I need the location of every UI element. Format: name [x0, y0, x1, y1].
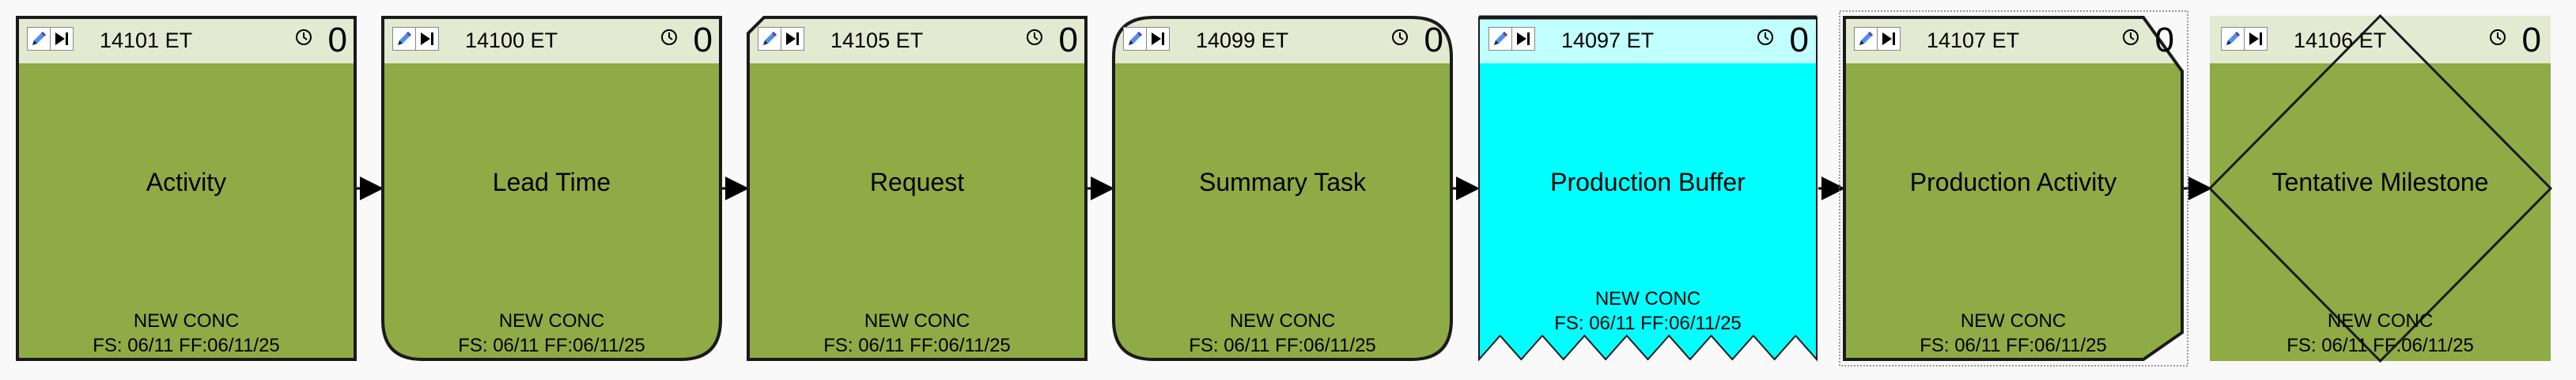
activity-card[interactable]: 14099 ET 0 Summary Task NEW CONC FS: 06/… — [1112, 16, 1453, 361]
card-toolbar — [1854, 27, 1901, 51]
card-shape — [1478, 15, 1818, 362]
float-count: 0 — [2154, 21, 2174, 59]
card-status: NEW CONC — [1594, 288, 1701, 310]
card-dates: FS: 06/11 FF:06/11/25 — [1554, 313, 1742, 334]
card-footer: NEW CONC FS: 06/11 FF:06/11/25 — [1112, 309, 1453, 358]
float-count: 0 — [1789, 21, 1809, 59]
card-title: Lead Time — [492, 168, 611, 196]
card-dates: FS: 06/11 FF:06/11/25 — [458, 335, 645, 356]
card-id: 14107 ET — [1927, 28, 2020, 52]
card-id: 14100 ET — [465, 28, 558, 52]
card-dates: FS: 06/11 FF:06/11/25 — [1920, 335, 2107, 356]
float-count: 0 — [693, 21, 713, 59]
card-id: 14099 ET — [1196, 28, 1289, 52]
diamond-outline — [2207, 13, 2553, 363]
float-count: 0 — [327, 21, 347, 59]
pencil-icon[interactable] — [1124, 28, 1146, 50]
card-status: NEW CONC — [864, 310, 970, 332]
card-status: NEW CONC — [498, 310, 605, 332]
clock-icon — [295, 28, 312, 50]
card-id: 14097 ET — [1561, 28, 1655, 52]
card-title: Request — [869, 168, 965, 196]
skip-forward-icon[interactable] — [1511, 28, 1534, 50]
activity-card[interactable]: 14105 ET 0 Request NEW CONC FS: 06/11 FF… — [747, 16, 1088, 361]
skip-forward-icon[interactable] — [781, 28, 804, 50]
pencil-icon[interactable] — [1489, 28, 1511, 50]
card-shape — [1112, 16, 1453, 361]
card-footer: NEW CONC FS: 06/11 FF:06/11/25 — [16, 309, 357, 358]
pencil-icon[interactable] — [1855, 28, 1877, 50]
skip-forward-icon[interactable] — [1877, 28, 1900, 50]
selection-outline — [1839, 10, 2188, 367]
clock-icon — [1757, 28, 1774, 50]
card-shape — [381, 16, 722, 361]
card-footer: NEW CONC FS: 06/11 FF:06/11/25 — [2210, 309, 2551, 358]
pencil-icon[interactable] — [28, 28, 50, 50]
card-status: NEW CONC — [133, 310, 240, 332]
skip-forward-icon[interactable] — [50, 28, 73, 50]
card-id: 14105 ET — [830, 28, 924, 52]
card-dates: FS: 06/11 FF:06/11/25 — [1189, 335, 1376, 356]
card-shape — [2207, 13, 2553, 363]
clock-icon — [660, 28, 678, 50]
card-shape — [16, 16, 357, 361]
skip-forward-icon[interactable] — [2244, 28, 2267, 50]
activity-card[interactable]: 14100 ET 0 Lead Time NEW CONC FS: 06/11 … — [381, 16, 722, 361]
card-footer: NEW CONC FS: 06/11 FF:06/11/25 — [381, 309, 722, 358]
clock-icon — [2122, 28, 2139, 50]
card-toolbar — [392, 27, 439, 51]
card-status: NEW CONC — [1229, 310, 1336, 332]
card-status: NEW CONC — [1960, 310, 2067, 332]
card-toolbar — [758, 27, 804, 51]
pencil-icon[interactable] — [758, 28, 781, 50]
card-footer: NEW CONC FS: 06/11 FF:06/11/25 — [1477, 287, 1818, 336]
card-toolbar — [1488, 27, 1535, 51]
card-toolbar — [1123, 27, 1170, 51]
card-id: 14101 ET — [100, 28, 193, 52]
card-footer: NEW CONC FS: 06/11 FF:06/11/25 — [747, 309, 1088, 358]
activity-card[interactable]: 14101 ET 0 Activity NEW CONC FS: 06/11 F… — [16, 16, 357, 361]
clock-icon — [2489, 28, 2506, 50]
card-title: Activity — [146, 168, 227, 196]
card-shape — [747, 16, 1088, 361]
activity-card[interactable]: 14106 ET 0 Tentative Milestone NEW CONC … — [2207, 13, 2553, 363]
card-dates: FS: 06/11 FF:06/11/25 — [2287, 335, 2474, 356]
card-dates: FS: 06/11 FF:06/11/25 — [93, 335, 280, 356]
float-count: 0 — [2521, 21, 2541, 59]
card-dates: FS: 06/11 FF:06/11/25 — [823, 335, 1011, 356]
activity-card[interactable]: 14097 ET 0 Production Buffer NEW CONC FS… — [1477, 15, 1818, 362]
clock-icon — [1391, 28, 1409, 50]
card-status: NEW CONC — [2327, 310, 2434, 332]
pencil-icon[interactable] — [393, 28, 415, 50]
float-count: 0 — [1424, 21, 1443, 59]
card-title: Tentative Milestone — [2271, 168, 2489, 196]
skip-forward-icon[interactable] — [415, 28, 438, 50]
card-title: Summary Task — [1198, 168, 1366, 196]
float-count: 0 — [1058, 21, 1078, 59]
card-toolbar — [2221, 27, 2268, 51]
pencil-icon[interactable] — [2222, 28, 2244, 50]
activity-card[interactable]: 14107 ET 0 Production Activity NEW CONC … — [1839, 10, 2188, 367]
card-toolbar — [27, 27, 74, 51]
card-id: 14106 ET — [2294, 28, 2387, 52]
card-title: Production Buffer — [1550, 168, 1746, 196]
card-footer: NEW CONC FS: 06/11 FF:06/11/25 — [1843, 309, 2184, 358]
skip-forward-icon[interactable] — [1146, 28, 1169, 50]
card-shape — [1839, 10, 2188, 367]
card-title: Production Activity — [1909, 168, 2117, 196]
clock-icon — [1026, 28, 1043, 50]
